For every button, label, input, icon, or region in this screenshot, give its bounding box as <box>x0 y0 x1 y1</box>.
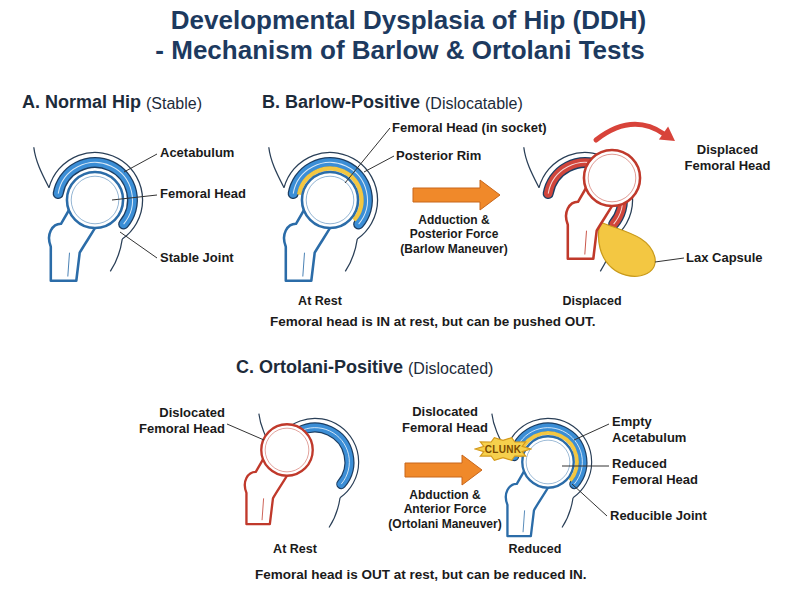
leader-line <box>574 424 609 440</box>
leader-line <box>562 466 609 467</box>
note-text: Femoral head is IN at rest, but can be p… <box>270 314 596 330</box>
leader-lines <box>112 128 684 516</box>
femur-barlow-rest <box>284 172 358 281</box>
section-heading: (Stable) <box>146 94 202 113</box>
part-label: Posterior Rim <box>396 148 481 164</box>
leader-line <box>655 258 684 262</box>
leader-line <box>124 154 157 172</box>
part-label: Femoral Head <box>160 186 246 202</box>
state-caption: At Rest <box>265 542 325 557</box>
part-label: Displaced Femoral Head <box>680 142 775 173</box>
displacement-arrowhead <box>659 126 675 141</box>
displacement-arrow <box>596 124 664 140</box>
sound-word: CLUNK <box>485 444 522 455</box>
femur-normal <box>49 172 123 281</box>
burst-shape <box>475 438 531 461</box>
section-heading: B. Barlow-Positive <box>262 92 420 114</box>
femur-dislocated <box>245 424 313 524</box>
part-label: Acetabulum <box>160 145 234 161</box>
part-label: Dislocated Femoral Head <box>395 404 495 435</box>
leader-line <box>345 128 390 183</box>
maneuver-label: Abduction & Anterior Force (Ortolani Man… <box>387 488 503 531</box>
maneuver-arrow <box>405 455 482 485</box>
leader-line <box>112 195 157 200</box>
section-heading: C. Ortolani-Positive <box>236 357 403 379</box>
state-caption: Reduced <box>495 542 575 557</box>
part-label: Reduced Femoral Head <box>612 456 707 487</box>
state-caption: At Rest <box>290 294 350 309</box>
part-label: Empty Acetabulum <box>612 414 702 445</box>
leader-line <box>227 424 264 440</box>
part-label: Dislocated Femoral Head <box>128 405 225 436</box>
maneuver-label: Adduction & Posterior Force (Barlow Mane… <box>398 213 510 256</box>
part-label: Reducible Joint <box>610 508 707 524</box>
part-label: Lax Capsule <box>686 250 763 266</box>
femur-displaced <box>566 150 640 259</box>
diagram-title: Developmental Dysplasia of Hip (DDH) - M… <box>150 6 650 66</box>
section-heading: (Dislocated) <box>408 359 493 378</box>
lax-capsule-shape <box>599 222 656 276</box>
section-heading: (Dislocatable) <box>425 94 523 113</box>
note-text: Femoral head is OUT at rest, but can be … <box>255 567 587 583</box>
state-caption: Displaced <box>552 294 632 309</box>
leader-line <box>120 232 157 258</box>
clunk-burst: CLUNK <box>474 436 532 462</box>
leader-line <box>572 484 607 516</box>
part-label: Femoral Head (in socket) <box>392 120 547 136</box>
section-heading: A. Normal Hip <box>22 92 141 114</box>
leader-line <box>364 156 394 172</box>
part-label: Stable Joint <box>160 250 234 266</box>
maneuver-arrow <box>413 180 500 210</box>
